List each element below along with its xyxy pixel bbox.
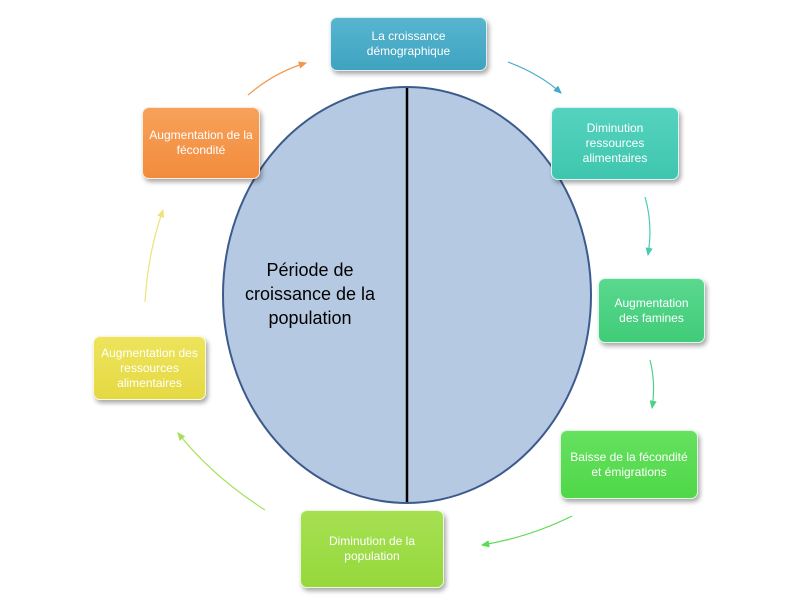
step-croissance-demographique: La croissance démographique [330,17,487,71]
step-augmentation-famines: Augmentation des famines [598,278,705,343]
step-diminution-population: Diminution de la population [300,510,444,588]
arrow-fecondite-to-croissance [247,61,308,96]
arrow-croissance-to-diminution [507,61,562,94]
arrow-diminution-population-to-augmentation [177,432,266,511]
step-diminution-ressources: Diminution ressources alimentaires [551,107,679,180]
arrow-diminution-to-famines [644,196,653,257]
arrow-baisse-to-diminution-population [480,515,573,548]
center-label: Période de croissance de la population [244,260,376,328]
step-baisse-fecondite: Baisse de la fécondité et émigrations [560,430,698,499]
arrow-augmentation-ressources-to-fecondite [144,208,164,303]
arrow-famines-to-baisse [649,359,657,410]
step-augmentation-fecondite: Augmentation de la fécondité [142,107,260,179]
step-augmentation-ressources: Augmentation des ressources alimentaires [93,336,206,400]
